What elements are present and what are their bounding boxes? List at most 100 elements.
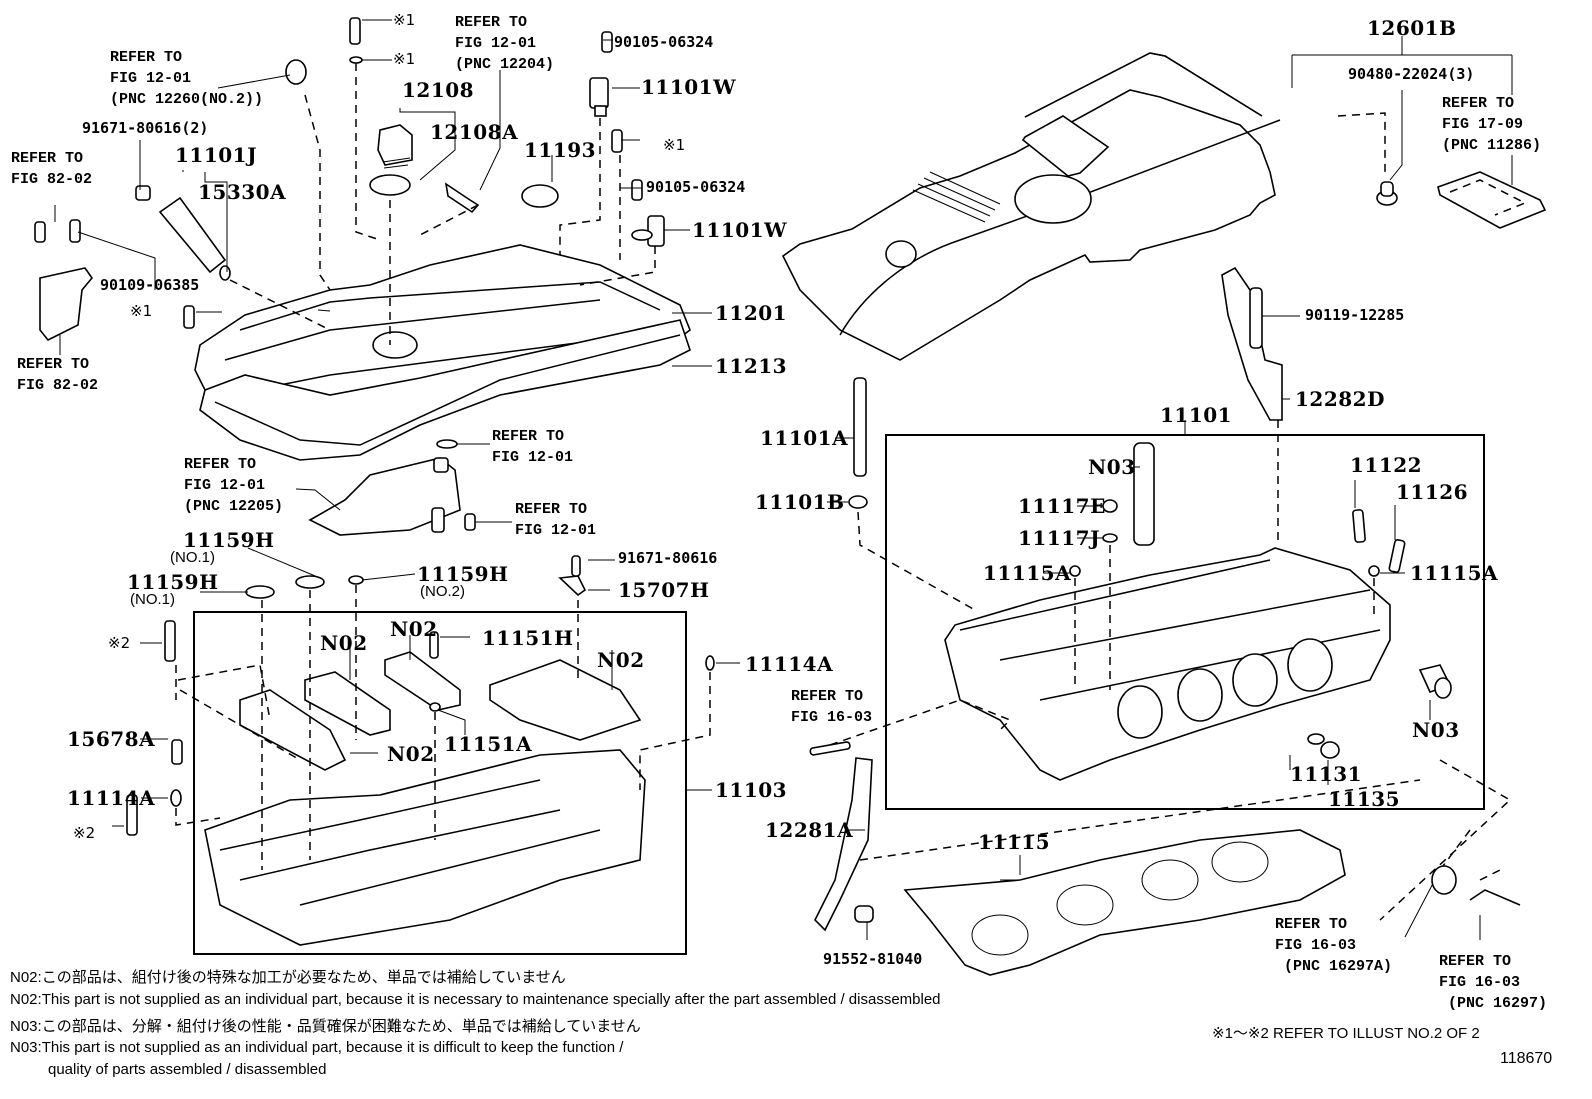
- part-11101A[interactable]: 11101A: [760, 426, 849, 450]
- part-12108[interactable]: 12108: [402, 78, 475, 102]
- part-11159H-a[interactable]: 11159H: [183, 528, 275, 552]
- part-N03-a[interactable]: N03: [1088, 455, 1136, 479]
- clamp-hose-illustration: [1431, 865, 1521, 906]
- part-11114A-b[interactable]: 11114A: [67, 786, 156, 810]
- mark-ref-1-a: ※1: [393, 11, 416, 29]
- part-11101B[interactable]: 11101B: [755, 490, 845, 514]
- mark-ref-2-b: ※2: [73, 824, 96, 842]
- part-11101W-a[interactable]: 11101W: [641, 75, 737, 99]
- part-11213[interactable]: 11213: [715, 354, 788, 378]
- leaders-top-left: [54, 19, 690, 355]
- bolts-left: [126, 620, 183, 836]
- mark-ref-1-d: ※1: [130, 302, 153, 320]
- part-11101W-b[interactable]: 11101W: [692, 218, 788, 242]
- refer-fig-82-02-bottom[interactable]: REFER TO FIG 82-02: [17, 356, 99, 394]
- head-small-parts: [1069, 442, 1452, 759]
- part-11131[interactable]: 11131: [1290, 762, 1363, 786]
- leaders-cyl-head: [827, 315, 1481, 940]
- part-12601B[interactable]: 12601B: [1367, 16, 1457, 40]
- part-90480-22024[interactable]: 90480-22024(3): [1348, 65, 1475, 83]
- hose-clamp-illustration: [285, 59, 307, 85]
- refer-fig-82-02-top[interactable]: REFER TO FIG 82-02: [11, 150, 93, 188]
- oil-separator-illustration: [308, 439, 476, 536]
- sensor-11101W-upper: [589, 77, 609, 117]
- part-N03-b[interactable]: N03: [1412, 718, 1460, 742]
- part-11101J[interactable]: 11101J: [175, 143, 258, 167]
- part-11117E[interactable]: 11117E: [1018, 494, 1106, 518]
- part-N02-a[interactable]: N02: [320, 631, 368, 655]
- part-11115[interactable]: 11115: [978, 830, 1051, 854]
- part-N02-c[interactable]: N02: [597, 648, 645, 672]
- part-11159H-b[interactable]: 11159H: [127, 570, 219, 594]
- part-11122[interactable]: 11122: [1350, 453, 1423, 477]
- part-11193[interactable]: 11193: [524, 138, 597, 162]
- part-11115A-a[interactable]: 11115A: [983, 561, 1072, 585]
- refer-fig-17-09-pnc-11286[interactable]: REFER TO FIG 17-09 (PNC 11286): [1442, 95, 1542, 154]
- mark-ref-1-c: ※1: [663, 136, 686, 154]
- part-N02-b[interactable]: N02: [390, 617, 438, 641]
- part-90105-06324-b[interactable]: 90105-06324: [646, 178, 746, 196]
- part-15330A[interactable]: 15330A: [198, 180, 287, 204]
- refer-fig-16-03-pnc-16297A[interactable]: REFER TO FIG 16-03 (PNC 16297A): [1275, 916, 1393, 975]
- cap-nut-illustration: [1376, 181, 1398, 206]
- refer-fig-12-01-b[interactable]: REFER TO FIG 12-01: [515, 501, 597, 539]
- part-11101[interactable]: 11101: [1160, 403, 1233, 427]
- part-11151A[interactable]: 11151A: [444, 732, 533, 756]
- mark-ref-2-a: ※2: [108, 634, 131, 652]
- note-n02-jp: N02:この部品は、組付け後の特殊な加工が必要なため、単品では補給していません: [10, 969, 566, 986]
- gasket-12108A-illustration: [369, 174, 411, 196]
- leader-12601B: [1291, 36, 1513, 185]
- oil-filler-cap-illustration: [377, 124, 413, 169]
- refer-fig-12-01-pnc-12205[interactable]: REFER TO FIG 12-01 (PNC 12205): [184, 456, 284, 515]
- part-11117J[interactable]: 11117J: [1018, 526, 1101, 550]
- footnote-refer-illust: ※1～※2 REFER TO ILLUST NO.2 OF 2: [1212, 1025, 1480, 1042]
- bolts-top: [183, 17, 643, 329]
- part-11135[interactable]: 11135: [1328, 787, 1401, 811]
- part-11115A-b[interactable]: 11115A: [1410, 561, 1499, 585]
- note-n03-en: N03:This part is not supplied as an indi…: [10, 1039, 624, 1056]
- camshaft-housing-illustration: [204, 749, 646, 946]
- engine-hanger-12281A: [809, 741, 874, 932]
- part-11114A-a[interactable]: 11114A: [745, 652, 834, 676]
- note-n02-en: N02:This part is not supplied as an indi…: [10, 991, 941, 1008]
- part-90119-12285[interactable]: 90119-12285: [1305, 306, 1405, 324]
- pcv-valve-illustration: [444, 182, 480, 214]
- part-15707H[interactable]: 15707H: [618, 578, 710, 602]
- part-12281A[interactable]: 12281A: [765, 818, 854, 842]
- part-11126[interactable]: 11126: [1396, 480, 1469, 504]
- head-bolt-11101A-illustration: [848, 377, 868, 509]
- part-11151H[interactable]: 11151H: [482, 626, 574, 650]
- part-91671-80616[interactable]: 91671-80616: [618, 549, 718, 567]
- refer-fig-12-01-pnc-12260[interactable]: REFER TO FIG 12-01 (PNC 12260(NO.2)): [110, 49, 264, 108]
- part-11159H-c-sub: (NO.2): [420, 583, 465, 600]
- refer-fig-16-03-pnc-16297[interactable]: REFER TO FIG 16-03 (PNC 16297): [1439, 953, 1548, 1012]
- sensor-11101W-lower: [631, 215, 665, 247]
- head-gasket-illustration: [903, 829, 1346, 976]
- mark-ref-1-b: ※1: [393, 50, 416, 68]
- small-parts-11159H: [245, 555, 715, 712]
- refer-fig-12-01-a[interactable]: REFER TO FIG 12-01: [492, 428, 574, 466]
- part-11159H-c[interactable]: 11159H: [417, 562, 509, 586]
- note-n03-jp: N03:この部品は、分解・組付け後の性能・品質確保が困難なため、単品では補給して…: [10, 1018, 641, 1035]
- camshaft-caps-illustration: [239, 651, 642, 771]
- diagram-id: 118670: [1500, 1050, 1553, 1067]
- part-12282D[interactable]: 12282D: [1295, 387, 1385, 411]
- refer-fig-12-01-pnc-12204[interactable]: REFER TO FIG 12-01 (PNC 12204): [455, 14, 555, 73]
- part-11201[interactable]: 11201: [715, 301, 788, 325]
- engine-hanger-12282D: [1221, 266, 1283, 421]
- part-12108A[interactable]: 12108A: [430, 120, 519, 144]
- seal-11193-illustration: [521, 184, 559, 208]
- refer-fig-16-03[interactable]: REFER TO FIG 16-03: [791, 688, 873, 726]
- part-15678A[interactable]: 15678A: [67, 727, 156, 751]
- part-11159H-b-sub: (NO.1): [130, 591, 175, 608]
- leaders-cam-housing: [112, 547, 740, 827]
- part-N02-d[interactable]: N02: [387, 742, 435, 766]
- part-90109-06385[interactable]: 90109-06385: [100, 276, 200, 294]
- part-90105-06324-a[interactable]: 90105-06324: [614, 33, 714, 51]
- bracket-refer-82-02: [34, 219, 94, 342]
- part-91552-81040[interactable]: 91552-81040: [823, 950, 923, 968]
- part-11103[interactable]: 11103: [715, 778, 788, 802]
- part-91671-80616-2[interactable]: 91671-80616(2): [82, 119, 209, 137]
- engine-cover-illustration: [781, 52, 1281, 361]
